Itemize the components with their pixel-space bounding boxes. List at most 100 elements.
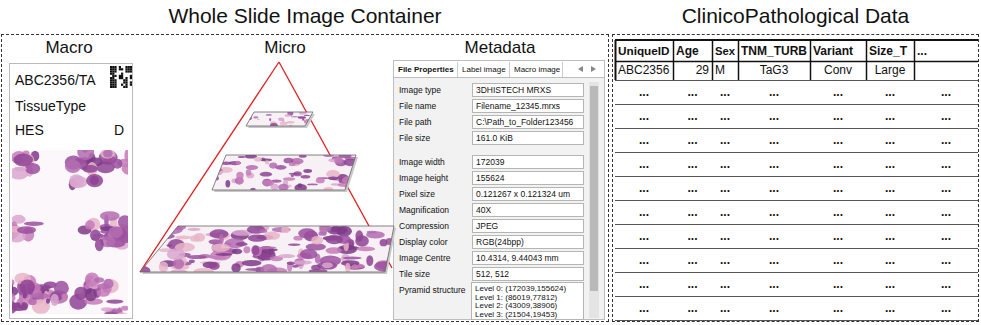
table-cell: ... <box>741 205 807 220</box>
section-heading: Metadata <box>450 38 550 58</box>
table-row-line <box>615 152 978 153</box>
tissue-blob <box>262 180 274 186</box>
table-row-line <box>615 320 978 321</box>
table-cell: Sex <box>715 42 735 60</box>
qr-cell <box>110 68 112 70</box>
tissue-blob <box>288 243 301 245</box>
table-cell: M <box>715 62 735 79</box>
table-row-line <box>615 224 978 225</box>
tissue-blob <box>213 160 222 166</box>
slide-label-text: HES <box>15 122 44 139</box>
tissue-blob <box>254 157 262 162</box>
table-row-line <box>615 61 978 63</box>
qr-cell <box>119 68 121 70</box>
tissue-blob <box>61 293 68 298</box>
tissue-blob <box>219 234 224 244</box>
tissue-blob <box>85 288 97 301</box>
tissue-blob <box>209 262 220 270</box>
tissue-blob <box>236 242 248 246</box>
table-cell: ... <box>676 301 709 316</box>
table-col-line <box>673 40 675 80</box>
qr-cell <box>125 81 127 83</box>
tissue-blob <box>301 175 311 178</box>
container-heading: ClinicoPathological Data <box>613 4 978 28</box>
qr-cell <box>121 84 123 86</box>
table-row-line <box>615 296 978 297</box>
qr-cell <box>114 81 116 83</box>
metadata-text: 161.0 KiB <box>472 131 584 145</box>
tissue-blob <box>246 165 258 170</box>
table-cell: ... <box>618 157 670 172</box>
metadata-text: Display color <box>399 236 471 248</box>
tissue-blob <box>134 249 147 252</box>
metadata-text: Image Centre <box>399 252 471 264</box>
table-cell: ... <box>917 42 975 60</box>
tissue-blob <box>294 260 312 265</box>
macro-image-bg <box>12 150 128 314</box>
tissue-blob <box>12 283 13 297</box>
qr-cell <box>130 77 132 79</box>
tissue-blob <box>122 162 128 175</box>
table-row-line <box>615 128 978 129</box>
tissue-blob <box>251 245 259 255</box>
qr-cell <box>110 73 112 75</box>
qr-cell <box>123 81 125 83</box>
metadata-text: Image height <box>399 172 471 184</box>
tissue-blob <box>298 228 316 238</box>
table-cell: Size_T <box>869 42 911 60</box>
qr-cell <box>110 79 112 81</box>
tab-arrow <box>578 66 583 72</box>
tissue-blob <box>265 160 269 164</box>
table-cell: ... <box>869 157 911 172</box>
qr-cell <box>112 66 114 68</box>
tissue-blob <box>172 223 187 230</box>
tissue-blob <box>299 110 307 114</box>
layer-tissue <box>211 153 357 192</box>
metadata-text: Pyramid structure <box>399 284 471 296</box>
qr-cell <box>123 79 125 81</box>
tissue-blob <box>209 229 228 238</box>
table-col-line <box>712 40 714 80</box>
tissue-blob <box>291 175 294 177</box>
tissue-blob <box>214 158 224 164</box>
tissue-blob <box>97 289 110 297</box>
tissue-blob <box>132 248 148 259</box>
tissue-blob <box>270 123 278 128</box>
table-cell: ... <box>715 85 735 100</box>
qr-cell <box>121 75 123 77</box>
tissue-blob <box>352 264 358 270</box>
tissue-blob <box>90 230 101 241</box>
tab-bar <box>394 61 604 77</box>
qr-cell <box>130 81 132 83</box>
metadata-panel: File PropertiesLabel imageMacro imageIma… <box>394 61 606 321</box>
qr-cell <box>110 84 112 86</box>
qr-cell <box>125 86 127 88</box>
tissue-blob <box>303 169 312 173</box>
qr-cell <box>125 68 127 70</box>
table-cell: ... <box>917 253 975 268</box>
layer-tissue <box>132 221 398 275</box>
table-cell: ... <box>618 181 670 196</box>
qr-cell <box>112 68 114 70</box>
qr-cell <box>112 81 114 83</box>
tissue-blob <box>269 118 271 121</box>
scrollbar <box>589 82 599 318</box>
table-cell: ... <box>715 229 735 244</box>
tissue-blob <box>316 178 325 184</box>
table-cell: ... <box>917 157 975 172</box>
table-cell: ... <box>813 301 863 316</box>
table-cell: ... <box>741 157 807 172</box>
tissue-blob <box>85 220 95 229</box>
table-cell: ... <box>676 109 709 124</box>
table-cell: ... <box>917 301 975 316</box>
tissue-blob <box>108 226 123 238</box>
wsi-container: Whole Slide Image ContainerABC2356/TATis… <box>1 34 609 322</box>
qr-cell <box>112 70 114 72</box>
tissue-blob <box>19 280 35 295</box>
table-cell: Variant <box>813 42 863 60</box>
pyramid-layer <box>212 155 356 190</box>
table-row-line <box>615 272 978 273</box>
tissue-blob <box>24 221 44 225</box>
qr-cell <box>125 79 127 81</box>
tissue-blob <box>326 247 342 254</box>
